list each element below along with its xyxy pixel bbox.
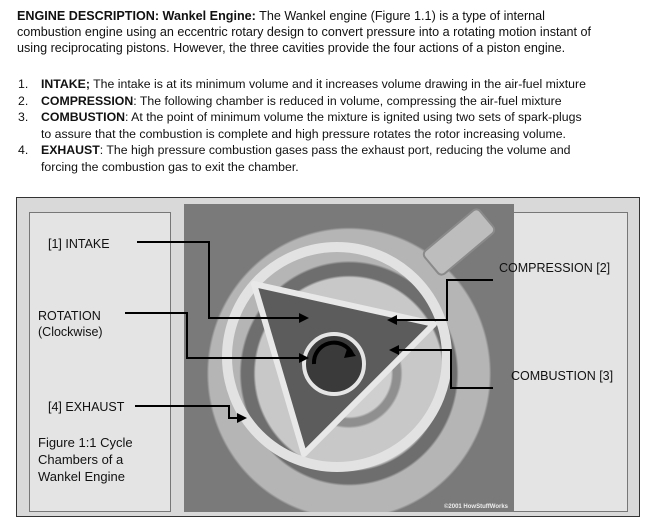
wankel-figure: ©2001 HowStuffWorks [1] INTAKE ROTATION … [16, 197, 640, 517]
label-compression: COMPRESSION [2] [499, 261, 611, 275]
figure-caption-line-1: Figure 1:1 Cycle [38, 435, 133, 450]
list-item: 3.COMBUSTION: At the point of minimum vo… [18, 110, 582, 141]
intro-line-2: combustion engine using an eccentric rot… [17, 25, 592, 39]
left-label-panel [29, 212, 171, 512]
label-intake: [1] INTAKE [48, 237, 110, 251]
intro-line-3: using reciprocating pistons. However, th… [17, 41, 566, 55]
engine-description: ENGINE DESCRIPTION: Wankel Engine: The W… [17, 8, 647, 56]
label-rotation: ROTATION [38, 309, 101, 323]
label-combustion: COMBUSTION [3] [511, 369, 614, 383]
intro-line-1: The Wankel engine (Figure 1.1) is a type… [259, 9, 545, 23]
figure-caption-line-3: Wankel Engine [38, 469, 125, 484]
photo-credit: ©2001 HowStuffWorks [444, 504, 508, 510]
list-item: 4.EXHAUST: The high pressure combustion … [18, 143, 571, 174]
list-item: 1.INTAKE; The intake is at its minimum v… [18, 77, 586, 91]
heading: ENGINE DESCRIPTION: [17, 9, 160, 23]
label-exhaust: [4] EXHAUST [48, 400, 125, 414]
leader-lines [125, 241, 493, 423]
cycle-steps: 1.INTAKE; The intake is at its minimum v… [17, 76, 647, 175]
label-rotation-direction: (Clockwise) [38, 325, 103, 339]
list-item: 2.COMPRESSION: The following chamber is … [18, 93, 562, 108]
rotation-arrow [311, 340, 356, 365]
engine-name: Wankel Engine: [162, 9, 256, 23]
figure-caption-line-2: Chambers of a [38, 452, 124, 467]
